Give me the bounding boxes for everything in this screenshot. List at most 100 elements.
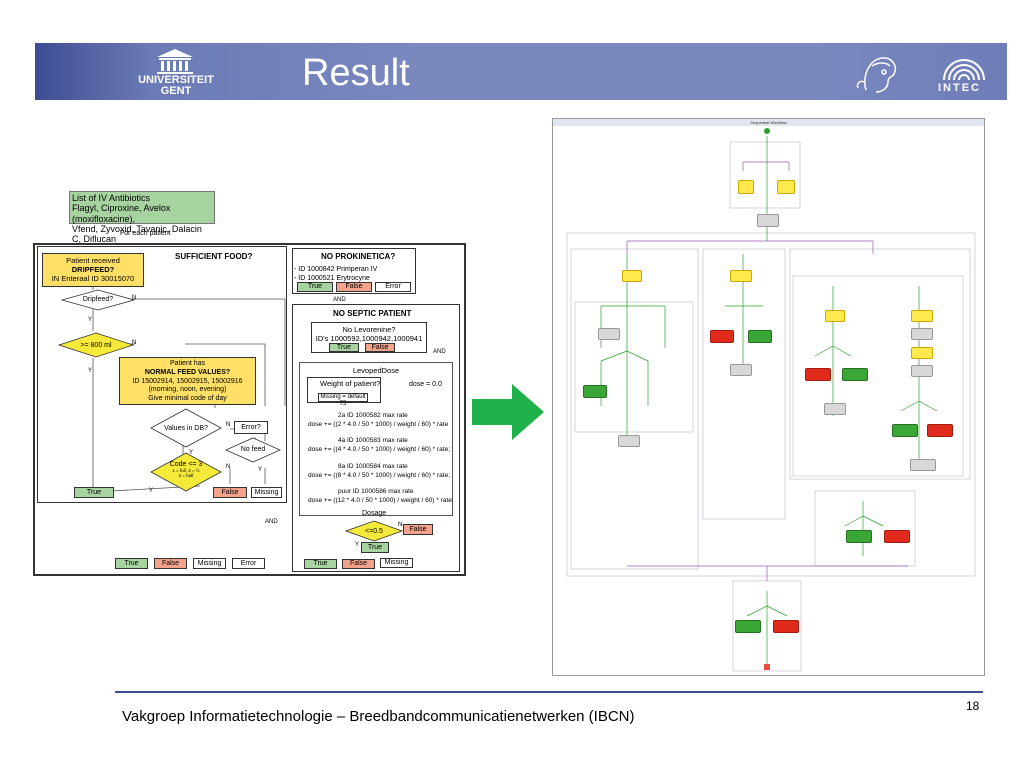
- page-number: 18: [966, 699, 980, 713]
- normal-feed-box: Patient has NORMAL FEED VALUES? ID 15002…: [119, 357, 256, 405]
- ugent-logo: [135, 47, 215, 97]
- ugent-logo-text: UNIVERSITEIT GENT: [138, 74, 214, 97]
- no-feed-decision: [225, 437, 281, 463]
- dose-no-label: N: [398, 522, 403, 528]
- slide-title: Result: [302, 52, 410, 94]
- workflow-screenshot: [552, 118, 985, 676]
- ml-yes-label: Y: [88, 368, 93, 374]
- code-question: Code <= 3 1 = full, 2 = ½ 3 = half: [169, 461, 203, 478]
- ml-no-label: N: [132, 340, 137, 346]
- wf-node-gray: [757, 214, 779, 227]
- sufficient-food-section: [37, 246, 287, 503]
- septic-legend-false: False: [342, 559, 375, 569]
- wf-node-gray: [824, 403, 846, 415]
- dose-question: <=0.5: [365, 528, 383, 535]
- values-yes-label: Y: [189, 450, 194, 456]
- code-decision: [150, 452, 222, 492]
- prokinetica-error: Error: [375, 282, 411, 292]
- wf-node-red: [773, 620, 799, 633]
- rate-item: 2a ID 1000582 max rate dose += ((2 * 4.0…: [308, 412, 449, 428]
- prokinetica-items: - ID 1000842 Primperan IV - ID 1000521 E…: [294, 266, 378, 282]
- no-feed-yes-label: Y: [258, 467, 263, 473]
- footer-divider: [115, 691, 983, 693]
- prokinetica-false: False: [336, 282, 372, 292]
- error-box: Error?: [234, 421, 268, 434]
- missing-default: Missing = default 75: [318, 393, 368, 407]
- wf-node-green: [748, 330, 772, 343]
- intec-logo: [936, 52, 992, 98]
- wf-node-red: [927, 424, 953, 437]
- legend-error: Error: [232, 558, 265, 569]
- wf-node-yellow: [911, 347, 933, 359]
- workflow-title: Sequential Workflow: [553, 119, 984, 126]
- legend-false: False: [154, 558, 187, 569]
- ml-question: >= 800 ml: [80, 342, 112, 349]
- wf-node-red: [710, 330, 734, 343]
- wf-node-green: [842, 368, 868, 381]
- wf-node-gray: [911, 365, 933, 377]
- prokinetica-true: True: [297, 282, 333, 292]
- septic-legend-missing: Missing: [380, 558, 413, 568]
- wf-node-yellow: [730, 270, 752, 282]
- dripfeed-decision: [61, 289, 135, 311]
- dripfeed-box: Patient received DRIPFEED? IN Enteraal I…: [42, 253, 144, 287]
- code-no-label: N: [226, 464, 231, 470]
- wf-node-green: [583, 385, 607, 398]
- wf-node-yellow: [777, 180, 795, 194]
- wf-node-gray: [598, 328, 620, 340]
- legend-true: True: [115, 558, 148, 569]
- septic-and: AND: [433, 349, 446, 355]
- values-question: Values in DB?: [164, 425, 208, 432]
- septic-heading: NO SEPTIC PATIENT: [333, 309, 412, 318]
- antibiotics-box: List of IV Antibiotics Flagyl, Ciproxine…: [69, 191, 215, 244]
- wf-node-yellow: [622, 270, 642, 282]
- no-feed-label: No feed: [240, 446, 266, 453]
- workflow-diagram: [566, 128, 976, 672]
- septic-section: [292, 304, 460, 572]
- wf-node-gray: [910, 459, 936, 471]
- rate-item: 8a ID 1000584 max rate dose += ((8 * 4.0…: [308, 463, 451, 479]
- wf-node-yellow: [911, 310, 933, 322]
- wf-node-yellow: [825, 310, 845, 322]
- prokinetica-section: [292, 248, 416, 294]
- food-and-label: AND: [265, 519, 278, 525]
- footer-text: Vakgroep Informatietechnologie – Breedba…: [122, 708, 635, 725]
- septic-legend-true: True: [304, 559, 337, 569]
- dose-true: True: [361, 542, 389, 553]
- levoped-section: [299, 362, 453, 516]
- intec-logo-text: INTEC: [938, 82, 981, 94]
- rate-item: 4a ID 1000583 max rate dose += ((4 * 4.0…: [308, 437, 451, 453]
- dripfeed-yes-label: Y: [88, 317, 93, 323]
- levoped-heading: LevopedDose: [352, 366, 400, 375]
- legend-missing: Missing: [193, 558, 226, 569]
- right-arrow-icon: [472, 384, 544, 440]
- dosage-label: Dosage: [362, 510, 387, 517]
- dripfeed-question: Dripfeed?: [82, 296, 114, 303]
- rate-item: puur ID 1000586 max rate dose += ((12 * …: [308, 488, 454, 504]
- wf-node-red: [884, 530, 910, 543]
- wf-node-gray: [730, 364, 752, 376]
- dose-yes-label: Y: [355, 542, 360, 548]
- weight-question: Weight of patient?: [320, 379, 381, 388]
- levorenine-true: True: [329, 343, 359, 352]
- slide-header: [35, 43, 1007, 100]
- prokinetica-heading: NO PROKINETICA?: [321, 252, 396, 261]
- flowchart-frame: [33, 243, 466, 576]
- food-false-box: False: [213, 487, 247, 498]
- dose-decision: [345, 520, 403, 542]
- wf-node-green: [892, 424, 918, 437]
- for-each-label: For each patient: [120, 230, 171, 237]
- code-yes-label: Y: [149, 488, 154, 494]
- wf-node-green: [846, 530, 872, 543]
- sufficient-food-heading: SUFFICIENT FOOD?: [175, 252, 253, 261]
- wf-node-yellow: [738, 180, 754, 194]
- food-missing-box: Missing: [251, 487, 282, 498]
- ml-decision: [58, 332, 134, 358]
- athena-head-icon: [848, 48, 908, 98]
- dose-init: dose = 0.0: [409, 381, 442, 388]
- values-no-label: N: [226, 422, 231, 428]
- wf-node-green: [735, 620, 761, 633]
- wf-node-red: [805, 368, 831, 381]
- levorenine-false: False: [365, 343, 395, 352]
- dripfeed-no-label: N: [132, 295, 137, 301]
